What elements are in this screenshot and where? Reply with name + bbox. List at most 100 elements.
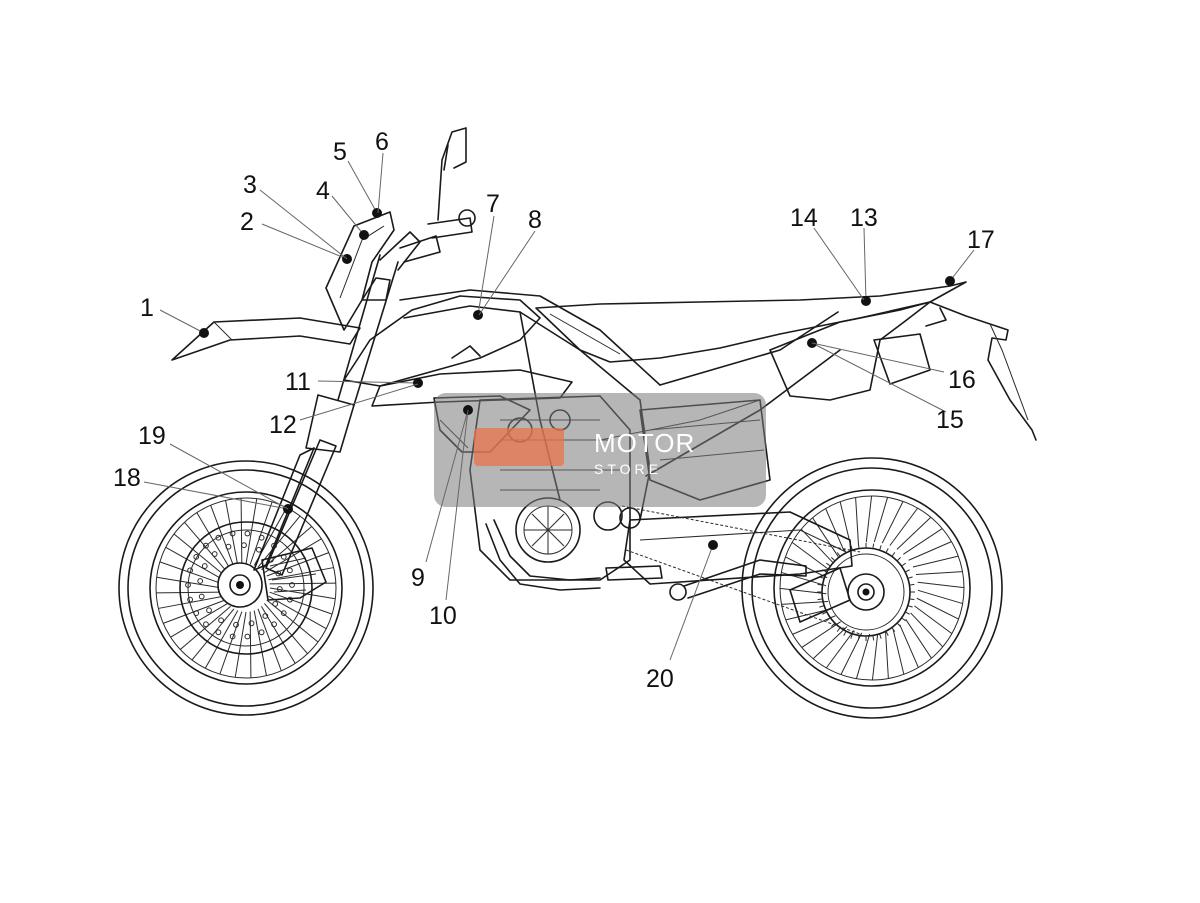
callout-17[interactable]: 17 [945, 226, 995, 286]
spoke [260, 606, 296, 664]
spoke [253, 610, 267, 676]
headlight-fairing [325, 211, 395, 331]
drive-chain [621, 505, 861, 635]
spoke [881, 501, 904, 544]
spoke [264, 538, 322, 574]
disc-hole [275, 570, 282, 577]
sprocket-tooth [830, 556, 836, 562]
sprocket-tooth [901, 617, 906, 622]
callout-7[interactable]: 7 [473, 190, 500, 320]
sprocket-tooth [836, 627, 841, 632]
callout-4-label: 4 [316, 177, 330, 205]
callout-11[interactable]: 11 [285, 368, 423, 396]
callout-4-point [359, 230, 369, 240]
callout-20[interactable]: 20 [646, 540, 718, 693]
sprocket-tooth [891, 627, 896, 632]
rear-wheel [741, 457, 1003, 719]
sprocket-tooth [817, 583, 823, 586]
spoke [184, 521, 228, 573]
disc-hole [185, 582, 191, 588]
callout-4[interactable]: 4 [316, 177, 369, 240]
disc-hole [286, 567, 293, 574]
disc-hole [225, 543, 232, 550]
sprocket-tooth [904, 611, 910, 615]
spoke [825, 630, 855, 669]
sprocket-tooth [907, 576, 913, 579]
spoke [825, 508, 845, 552]
spoke [191, 608, 235, 661]
watermark: MOTOR STORE [434, 393, 766, 507]
callout-2[interactable]: 2 [240, 208, 352, 264]
callout-18-label: 18 [113, 464, 141, 492]
callout-13[interactable]: 13 [850, 204, 878, 306]
callout-16-label: 16 [948, 366, 976, 394]
sprocket-tooth [896, 556, 902, 562]
callout-20-point [708, 540, 718, 550]
front-fender [171, 317, 361, 361]
spoke [245, 498, 258, 565]
callout-8-label: 8 [528, 206, 542, 234]
sprocket-tooth [891, 552, 896, 557]
sprocket-tooth [909, 583, 915, 586]
spoke [179, 606, 231, 650]
disc-hole [215, 534, 222, 541]
spoke [268, 567, 334, 581]
disc-hole [229, 530, 236, 537]
swingarm [623, 511, 853, 585]
spoke [269, 582, 336, 585]
spoke [234, 611, 247, 678]
sprocket-tooth [901, 562, 906, 567]
callout-18[interactable]: 18 [113, 464, 293, 514]
callout-10-label: 10 [429, 602, 457, 630]
disc-hole [198, 593, 205, 600]
disc-hole [206, 607, 212, 614]
callout-5[interactable]: 5 [333, 138, 382, 218]
spoke [812, 626, 848, 660]
callout-1[interactable]: 1 [140, 294, 209, 338]
spoke [908, 541, 952, 561]
callout-5-point [372, 208, 382, 218]
spoke [173, 533, 226, 577]
spoke [249, 611, 252, 678]
spoke [892, 628, 905, 675]
spoke [781, 601, 829, 605]
callout-6-label: 6 [375, 128, 389, 156]
callout-9[interactable]: 9 [411, 405, 473, 592]
callout-3-label: 3 [243, 171, 257, 199]
spoke [865, 495, 873, 543]
callout-3[interactable]: 3 [243, 171, 348, 260]
callout-16[interactable]: 16 [811, 342, 976, 394]
sprocket-tooth [843, 630, 847, 636]
disc-hole [233, 621, 239, 628]
callout-15[interactable]: 15 [807, 338, 964, 434]
callout-12[interactable]: 12 [269, 383, 419, 439]
callout-8[interactable]: 8 [478, 206, 542, 316]
callout-19-label: 19 [138, 422, 166, 450]
sprocket-tooth [819, 605, 825, 608]
side-cover [769, 301, 931, 401]
callout-19[interactable]: 19 [138, 422, 289, 510]
disc-hole [272, 601, 279, 607]
callout-14[interactable]: 14 [790, 204, 865, 301]
spoke [257, 608, 282, 671]
sprocket-tooth [879, 633, 882, 639]
spoke [915, 571, 963, 575]
callout-1-point [199, 328, 209, 338]
spoke [269, 591, 333, 615]
disc-hole [244, 633, 251, 640]
spoke [896, 516, 932, 550]
callout-6[interactable]: 6 [375, 128, 389, 214]
disc-hole [289, 582, 295, 588]
callout-10[interactable]: 10 [429, 409, 469, 630]
callout-9-label: 9 [411, 564, 425, 592]
disc-hole [203, 621, 209, 628]
sprocket-tooth [822, 611, 828, 615]
sprocket-tooth [857, 543, 860, 549]
sprocket-tooth [817, 598, 823, 601]
spoke [889, 507, 919, 546]
spoke [855, 633, 871, 679]
disc-hole [203, 542, 209, 549]
spoke [268, 595, 327, 630]
seat [535, 281, 967, 363]
